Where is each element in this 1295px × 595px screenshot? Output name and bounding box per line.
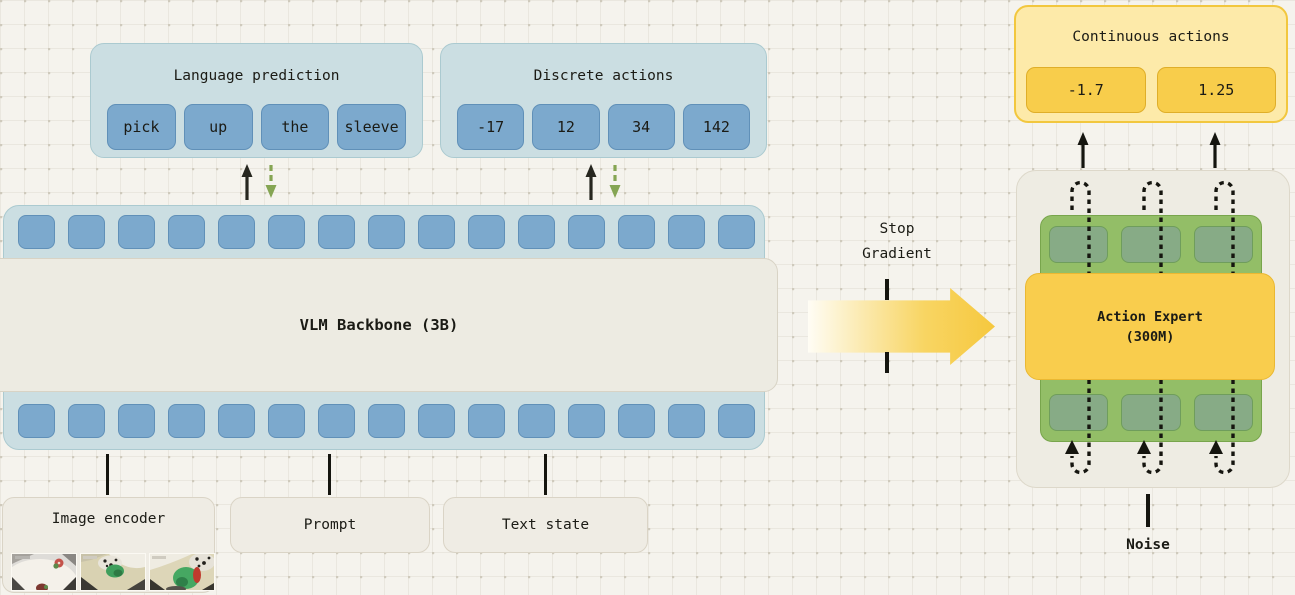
vlm-token	[18, 404, 55, 438]
vlm-token	[468, 404, 505, 438]
vlm-backbone-box: VLM Backbone (3B)	[0, 258, 778, 392]
discrete-action-token: 12	[532, 104, 600, 150]
vlm-token	[618, 215, 655, 249]
stop-gradient-label: Stop Gradient	[862, 221, 932, 262]
continuous-action-token: -1.7	[1026, 67, 1146, 113]
vlm-token	[568, 404, 605, 438]
vlm-token-row-top	[18, 215, 755, 249]
top-camera-image	[80, 553, 146, 591]
discrete-actions-title: Discrete actions	[533, 68, 674, 84]
language-prediction-title: Language prediction	[173, 68, 340, 84]
stop-gradient-tick	[885, 352, 889, 373]
loop-arrowhead-icon	[1065, 440, 1223, 454]
image-encoder-label: Image encoder	[51, 511, 166, 527]
vlm-token	[318, 215, 355, 249]
action-token-row-bottom	[1049, 394, 1253, 431]
vlm-token-row-bottom	[18, 404, 755, 438]
vlm-token	[668, 404, 705, 438]
action-expert-size: (300M)	[1125, 328, 1175, 345]
side-camera-image	[149, 553, 215, 591]
up-arrow-icon	[1077, 132, 1089, 168]
vlm-token	[218, 215, 255, 249]
image-encoder-box: Image encoder	[2, 497, 215, 593]
noise-connector-line	[1146, 494, 1150, 527]
vlm-token	[268, 404, 305, 438]
action-expert-box: Action Expert (300M)	[1025, 273, 1275, 380]
discrete-action-token: 142	[682, 104, 750, 150]
camera-images	[11, 553, 215, 591]
continuous-action-token: 1.25	[1156, 67, 1276, 113]
connector-line	[105, 454, 110, 495]
vlm-token	[368, 404, 405, 438]
action-token	[1193, 226, 1253, 263]
vlm-token	[518, 404, 555, 438]
action-token	[1049, 226, 1109, 263]
vlm-token	[118, 404, 155, 438]
noise-label: Noise	[1126, 537, 1170, 553]
prompt-label: Prompt	[303, 517, 357, 533]
vlm-token	[368, 215, 405, 249]
connector-line	[327, 454, 332, 495]
vlm-token	[718, 404, 755, 438]
language-token: sleeve	[337, 104, 406, 150]
continuous-actions-title: Continuous actions	[1072, 29, 1230, 45]
vlm-token	[68, 215, 105, 249]
language-token: up	[183, 104, 253, 150]
vlm-token	[568, 215, 605, 249]
vlm-token	[118, 215, 155, 249]
up-arrow-icon	[585, 164, 597, 200]
action-token	[1193, 394, 1253, 431]
down-arrow-dashed-icon	[265, 165, 277, 198]
vlm-token	[268, 215, 305, 249]
vlm-backbone-label: VLM Backbone (3B)	[299, 316, 459, 334]
action-token	[1121, 226, 1181, 263]
vlm-token	[168, 215, 205, 249]
action-expert-label: Action Expert	[1097, 308, 1203, 325]
down-arrow-dashed-icon	[609, 165, 621, 198]
vlm-token	[468, 215, 505, 249]
vlm-token	[618, 404, 655, 438]
up-arrow-icon	[1209, 132, 1221, 168]
vlm-token	[668, 215, 705, 249]
prompt-box: Prompt	[230, 497, 430, 553]
stop-gradient-tick	[885, 279, 889, 300]
vlm-token	[518, 215, 555, 249]
discrete-action-token: -17	[457, 104, 525, 150]
stop-gradient-arrow	[808, 288, 995, 365]
up-arrow-icon	[241, 164, 253, 200]
action-token	[1049, 394, 1109, 431]
vlm-token	[168, 404, 205, 438]
vlm-token	[418, 404, 455, 438]
connector-line	[543, 454, 548, 495]
vlm-token	[418, 215, 455, 249]
action-token	[1121, 394, 1181, 431]
text-state-label: Text state	[501, 517, 590, 533]
discrete-action-token: 34	[607, 104, 675, 150]
vlm-token	[718, 215, 755, 249]
vlm-token	[68, 404, 105, 438]
language-token: pick	[107, 104, 176, 150]
language-token: the	[260, 104, 330, 150]
vlm-token	[218, 404, 255, 438]
text-state-box: Text state	[443, 497, 648, 553]
vlm-token	[318, 404, 355, 438]
vlm-token	[18, 215, 55, 249]
wrist-camera-image	[11, 553, 77, 591]
action-token-row-top	[1049, 226, 1253, 263]
